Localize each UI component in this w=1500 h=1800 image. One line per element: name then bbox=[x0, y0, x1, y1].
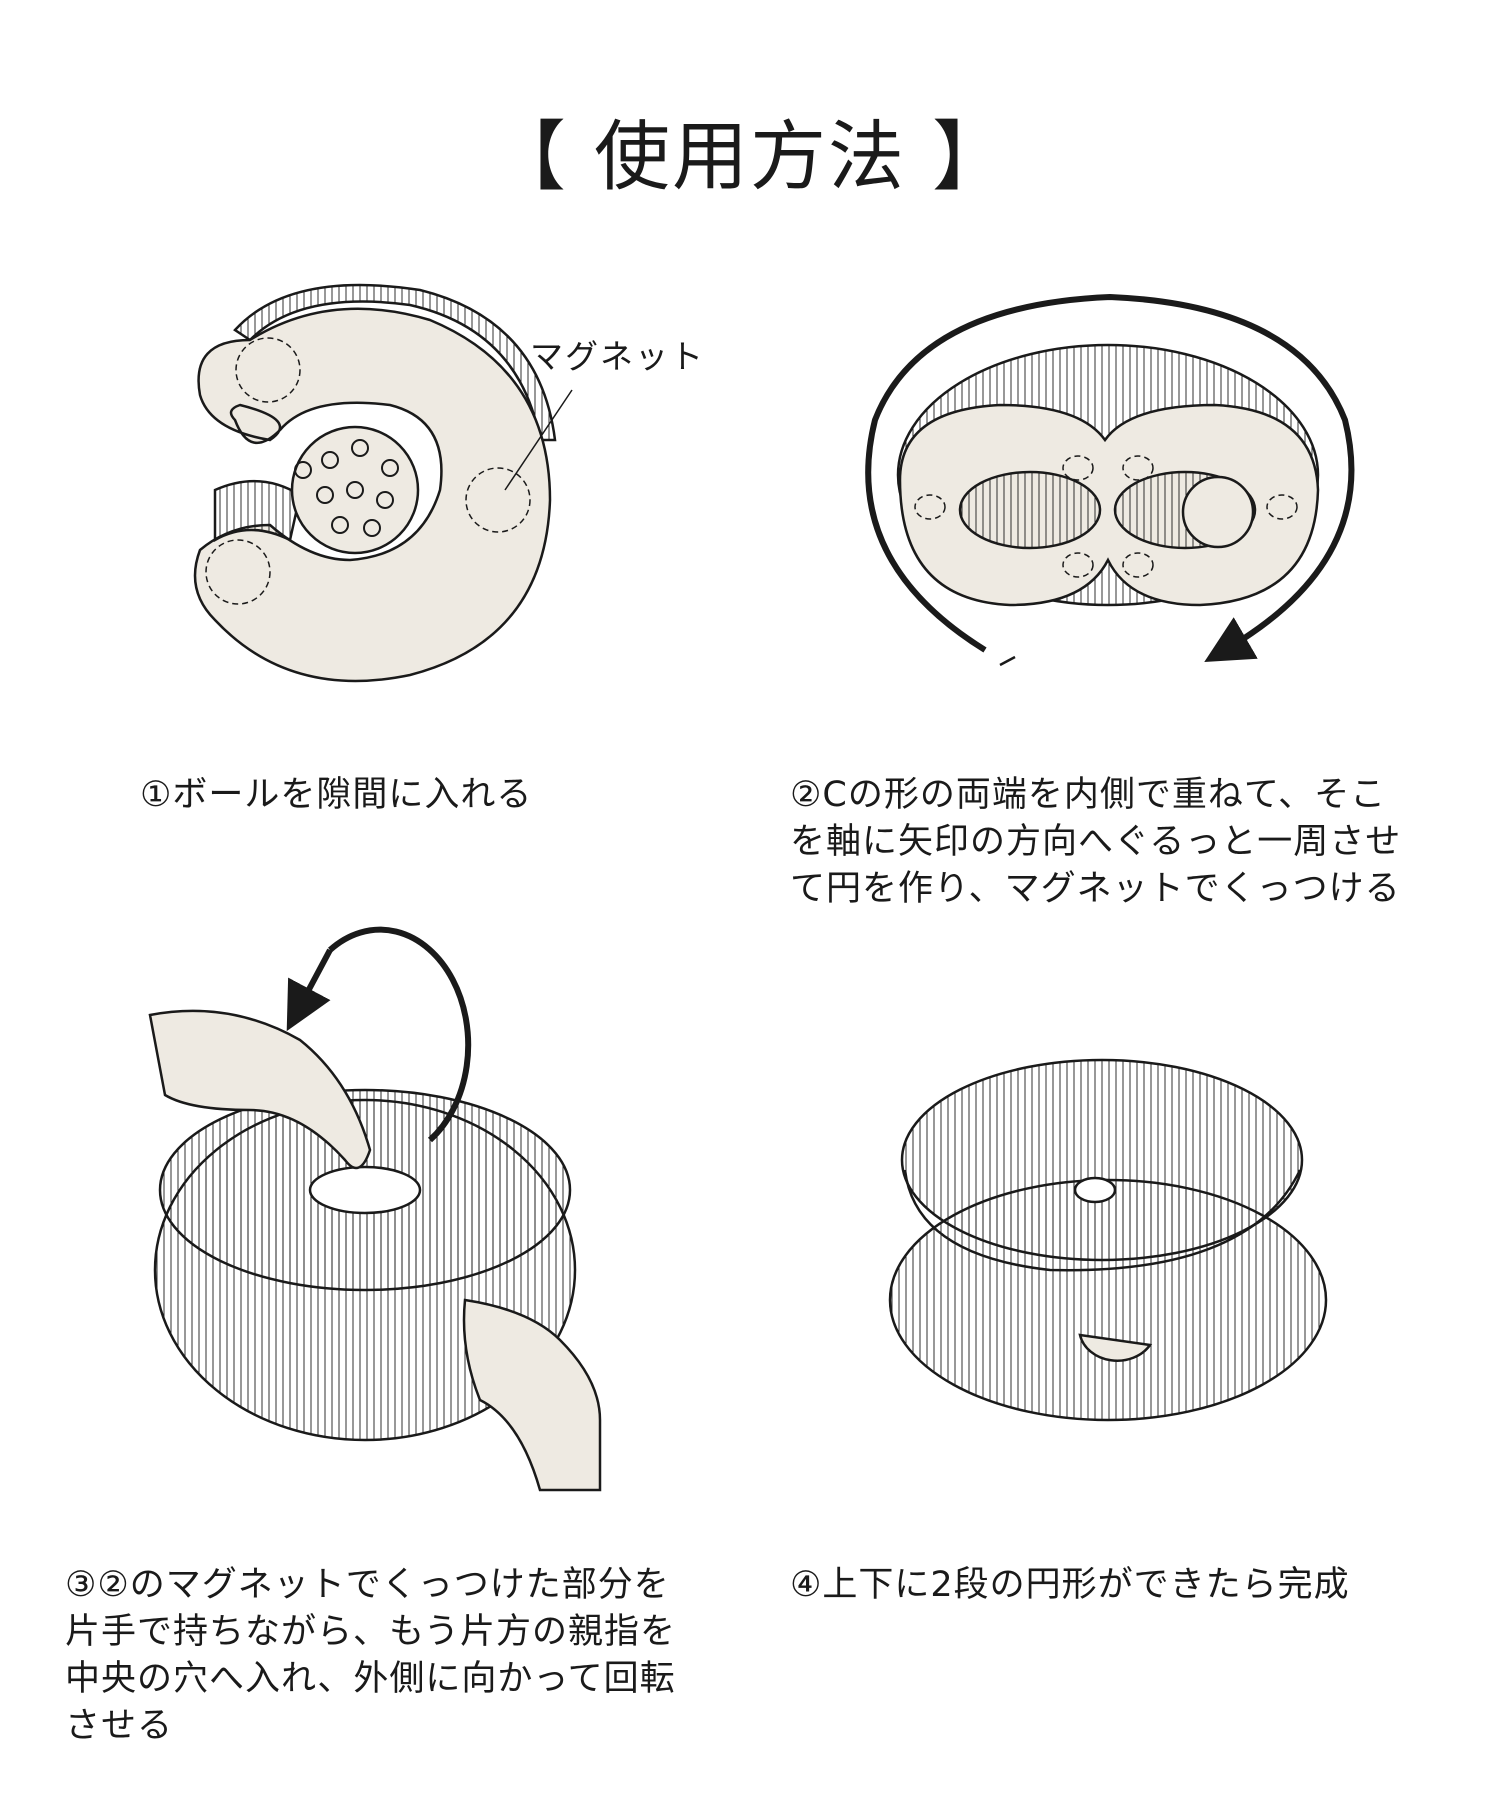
step-line: ③②のマグネットでくっつけた部分を bbox=[65, 1565, 670, 1605]
c-shape-cushion-illustration bbox=[193, 283, 573, 683]
page-title: 【 使用方法 】 bbox=[489, 112, 1011, 201]
completed-illustration bbox=[888, 1058, 1328, 1422]
step-line: させる bbox=[65, 1706, 174, 1746]
step-line: ①ボールを隙間に入れる bbox=[140, 775, 533, 815]
step-line: 片手で持ちながら、もう片方の親指を bbox=[65, 1612, 676, 1652]
step-4-text: ④上下に2段の円形ができたら完成 bbox=[790, 1562, 1350, 1609]
folding-illustration bbox=[865, 293, 1355, 667]
step-line: ④上下に2段の円形ができたら完成 bbox=[790, 1565, 1350, 1605]
step-line: ②Cの形の両端を内側で重ねて、そこ bbox=[790, 775, 1387, 815]
magnet-label: マグネット bbox=[530, 337, 705, 376]
step-1-text: ①ボールを隙間に入れる bbox=[140, 772, 532, 819]
step-3-text: ③②のマグネットでくっつけた部分を 片手で持ちながら、もう片方の親指を 中央の穴… bbox=[65, 1562, 676, 1750]
rotating-illustration bbox=[148, 926, 602, 1492]
step-line: を軸に矢印の方向へぐるっと一周させ bbox=[790, 822, 1402, 862]
step-line: て円を作り、マグネットでくっつける bbox=[790, 869, 1401, 909]
step-2-text: ②Cの形の両端を内側で重ねて、そこ を軸に矢印の方向へぐるっと一周させ て円を作… bbox=[790, 772, 1401, 913]
step-line: 中央の穴へ入れ、外側に向かって回転 bbox=[65, 1659, 676, 1699]
